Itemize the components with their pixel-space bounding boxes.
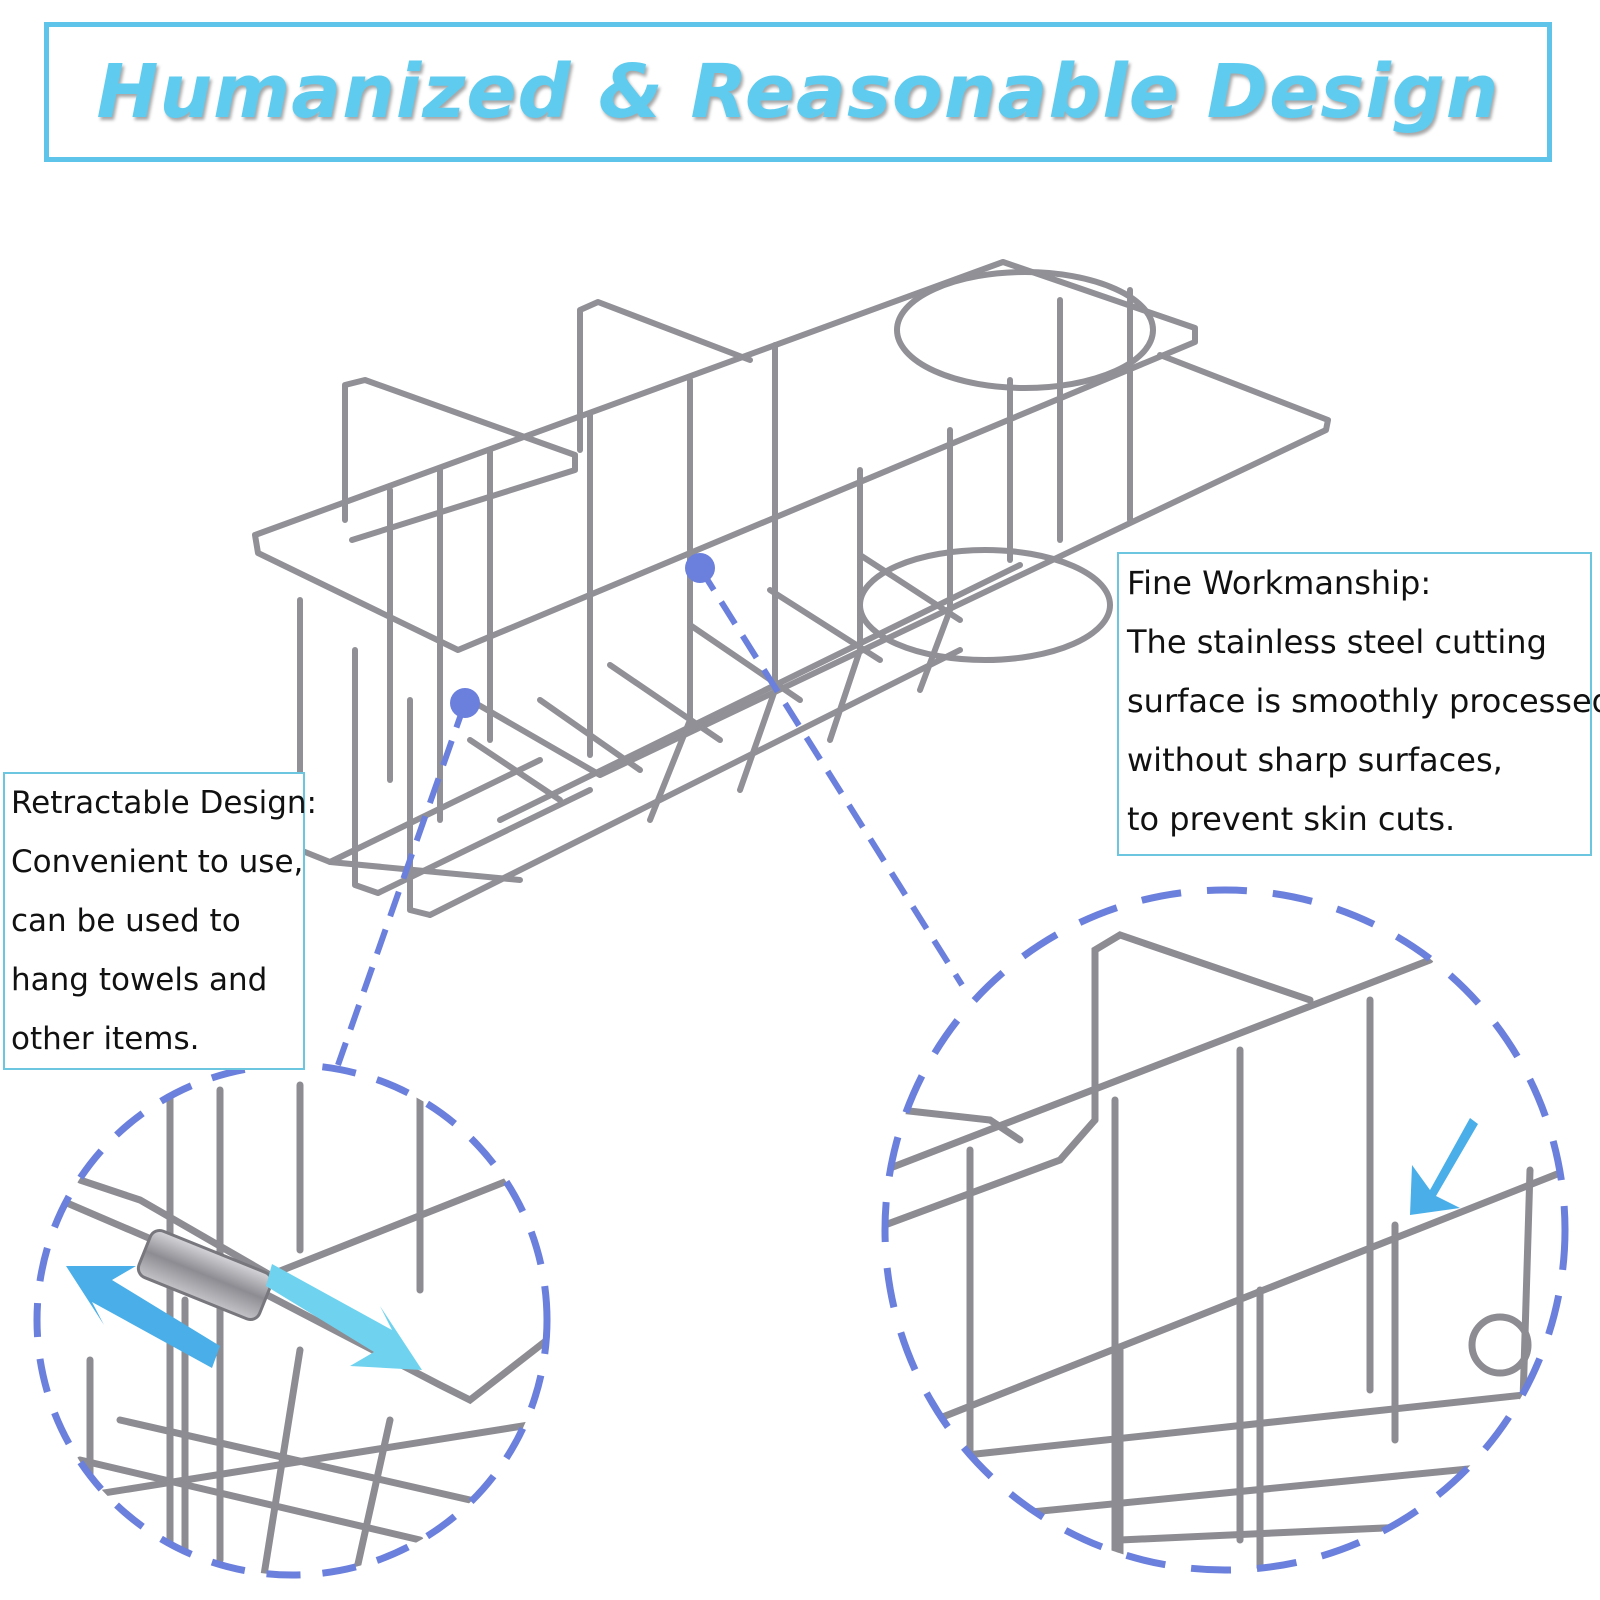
callout-retractable-design: Retractable Design: Convenient to use, c…: [3, 772, 318, 1070]
pointer-arrow-icon: [1410, 1118, 1478, 1215]
callout-line: hang towels and: [11, 962, 268, 998]
title-banner: Humanized & Reasonable Design: [44, 22, 1552, 162]
callout-line: Fine Workmanship:: [1127, 564, 1432, 602]
callout-line: to prevent skin cuts.: [1127, 800, 1456, 838]
page-title: Humanized & Reasonable Design: [96, 49, 1500, 135]
zoom-detail-retractable: [33, 1061, 551, 1579]
callout-line: without sharp surfaces,: [1127, 741, 1503, 779]
callout-line: Retractable Design:: [11, 785, 318, 821]
callout-line: surface is smoothly processed,: [1127, 682, 1600, 720]
sink-caddy-basket: [252, 259, 1331, 918]
callout-dot: [450, 688, 480, 718]
callout-line: other items.: [11, 1021, 200, 1057]
callout-connectors: [335, 566, 965, 1066]
callout-fine-workmanship: Fine Workmanship: The stainless steel cu…: [1117, 552, 1600, 856]
callout-dot: [685, 553, 715, 583]
callout-line: can be used to: [11, 903, 241, 939]
zoom-detail-workmanship: [881, 886, 1569, 1574]
callout-line: The stainless steel cutting: [1127, 623, 1547, 661]
callout-line: Convenient to use,: [11, 844, 304, 880]
retract-arrows-icon: [66, 1264, 422, 1370]
